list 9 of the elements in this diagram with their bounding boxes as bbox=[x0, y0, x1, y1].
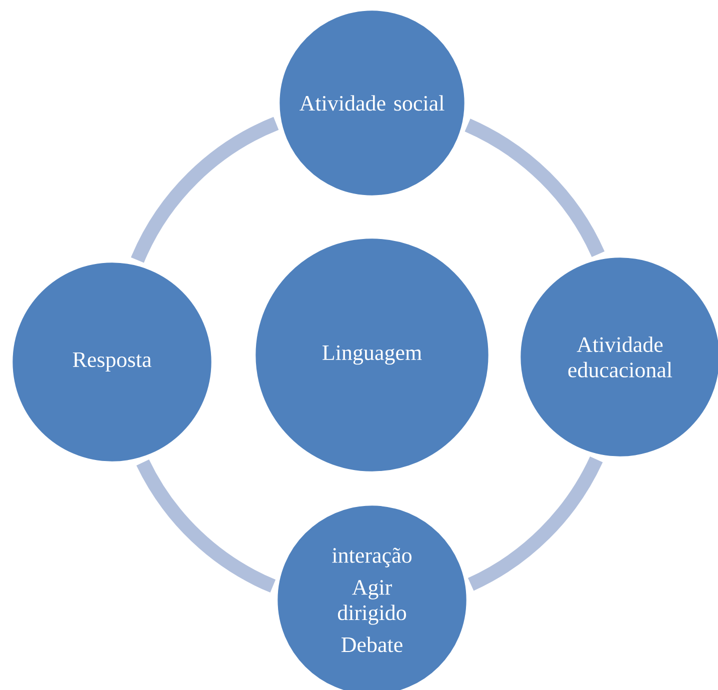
ring-arc bbox=[131, 116, 279, 263]
circle-node: Atividade educacional bbox=[519, 256, 718, 458]
circle-node: interação Agir dirigido Debate bbox=[276, 504, 468, 690]
circle-node: Atividade social bbox=[278, 9, 466, 197]
ring-arc bbox=[468, 456, 603, 591]
circle-node: Resposta bbox=[11, 261, 213, 463]
circle-node: Linguagem bbox=[254, 237, 490, 473]
ring-arc bbox=[464, 118, 604, 258]
ring-arc bbox=[136, 459, 276, 592]
